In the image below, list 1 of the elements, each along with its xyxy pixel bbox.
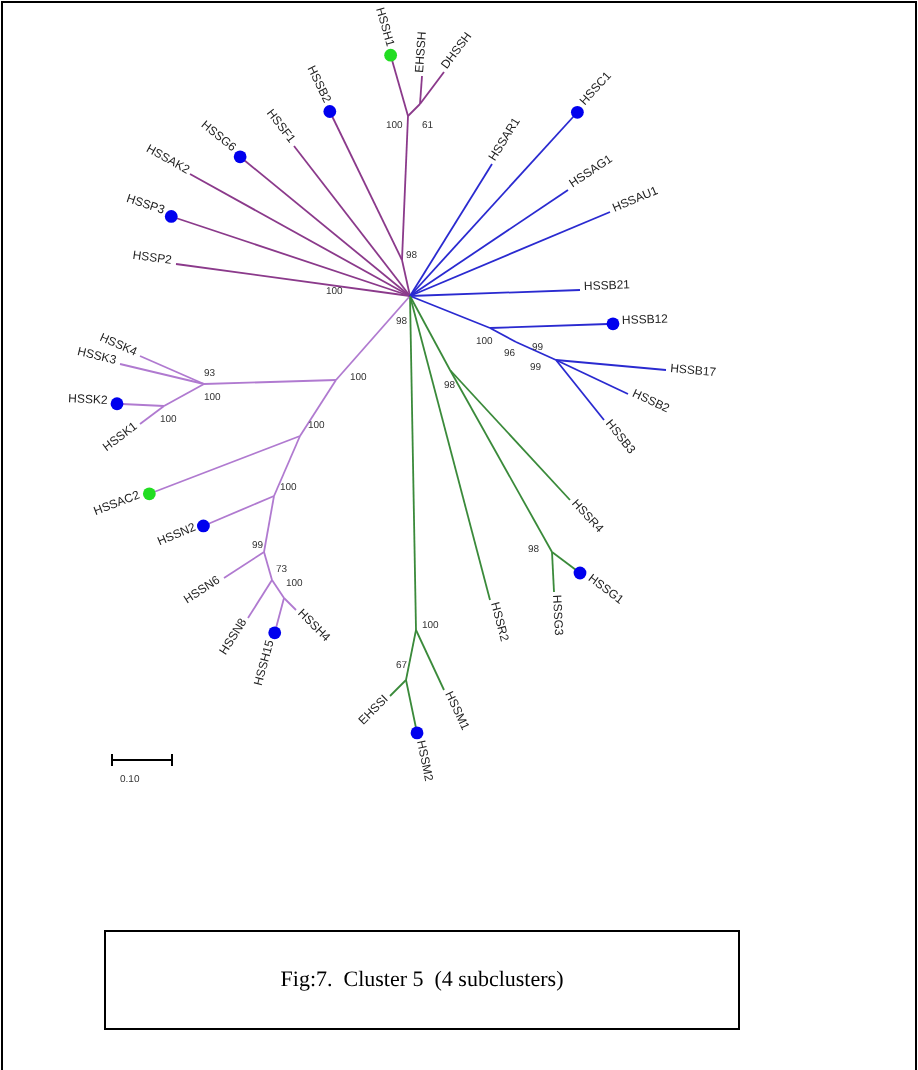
caption: Fig:7. Cluster 5 (4 subclusters) <box>104 930 740 1030</box>
